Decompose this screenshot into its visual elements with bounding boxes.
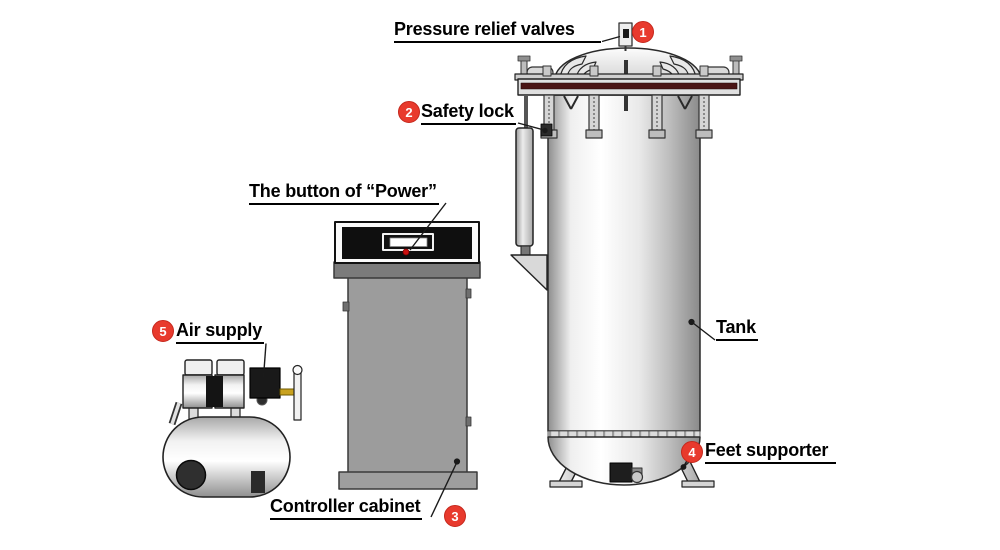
dome-center-pin — [624, 60, 628, 78]
cabinet-body — [347, 276, 468, 474]
compressor-pipe-ring — [292, 364, 303, 376]
leader-pressure-relief-valves — [601, 35, 621, 43]
flange-center-pin — [624, 95, 628, 111]
label-text: The button of “Power” — [249, 181, 437, 201]
air-solenoid-valve — [249, 367, 281, 399]
leader-lines — [262, 35, 716, 518]
label-text: Air supply — [176, 320, 263, 340]
compressor-handle-face — [170, 402, 181, 425]
label-text: Controller cabinet — [270, 496, 421, 516]
swing-bolt — [585, 65, 603, 139]
power-button-led — [402, 248, 410, 256]
motor-center-band — [206, 376, 223, 407]
flange-gasket-stripe — [520, 82, 738, 90]
cabinet-neck-band — [333, 261, 481, 279]
leader-air-supply — [262, 343, 267, 378]
tank-shell — [547, 94, 701, 432]
cabinet-base — [338, 471, 478, 490]
swing-bolts — [540, 65, 713, 139]
leader-dot — [688, 318, 695, 326]
swing-bolt — [648, 65, 666, 139]
cabinet-hinge — [465, 416, 472, 427]
label-text: Tank — [716, 317, 756, 337]
badge-1-pressure-relief-valves: 1 — [632, 21, 654, 43]
autoclave-tank-illustration — [510, 22, 744, 488]
leader-dot — [453, 458, 461, 465]
leader-tank — [692, 322, 716, 341]
actuator-rod — [524, 96, 528, 130]
end-clamp-left-cap — [517, 55, 531, 62]
motor-right-cap — [216, 359, 245, 376]
badge-4-feet-supporter: 4 — [681, 441, 703, 463]
badge-2-safety-lock: 2 — [398, 101, 420, 123]
label-feet-supporter: Feet supporter — [705, 440, 837, 464]
controller-cabinet-illustration — [333, 221, 481, 490]
safety-lock-assembly — [510, 96, 553, 291]
label-text: Pressure relief valves — [394, 19, 575, 39]
actuator-cylinder — [515, 127, 534, 247]
badge-5-air-supply: 5 — [152, 320, 174, 342]
actuator-connector — [520, 245, 531, 256]
lid-hook — [563, 95, 579, 110]
cabinet-knob — [342, 301, 350, 312]
label-text: Safety lock — [421, 101, 514, 121]
cabinet-hinge — [465, 288, 472, 299]
tank-weld-band — [547, 430, 701, 438]
leader-power-button — [409, 202, 447, 251]
drain-valve-box — [609, 462, 633, 483]
compressor-foot — [251, 471, 265, 493]
label-pressure-relief-valves: Pressure relief valves — [394, 19, 601, 43]
air-compressor-illustration — [162, 359, 303, 498]
compressor-pipe — [293, 372, 302, 421]
foot-plate-left — [549, 480, 583, 488]
display-window — [389, 237, 428, 247]
leader-dot — [680, 464, 687, 470]
label-text: Feet supporter — [705, 440, 829, 460]
lid-hook — [677, 95, 693, 110]
label-safety-lock: Safety lock — [421, 101, 516, 125]
leader-safety-lock — [517, 122, 545, 131]
leader-dot — [542, 127, 548, 134]
label-air-supply: Air supply — [176, 320, 265, 344]
label-tank: Tank — [716, 317, 758, 341]
compressor-wheel — [175, 459, 207, 491]
motor-left-cap — [184, 359, 213, 376]
label-power-button: The button of “Power” — [249, 181, 439, 205]
pressure-relief-valve — [618, 22, 633, 51]
actuator-bracket — [510, 254, 548, 291]
badge-3-controller-cabinet: 3 — [444, 505, 466, 527]
leader-controller-cabinet — [430, 461, 458, 518]
swing-bolt — [695, 65, 713, 139]
foot-plate-right — [681, 480, 715, 488]
end-clamp-right-cap — [729, 55, 743, 62]
label-controller-cabinet: Controller cabinet — [270, 496, 423, 520]
drain-fitting — [630, 470, 644, 484]
